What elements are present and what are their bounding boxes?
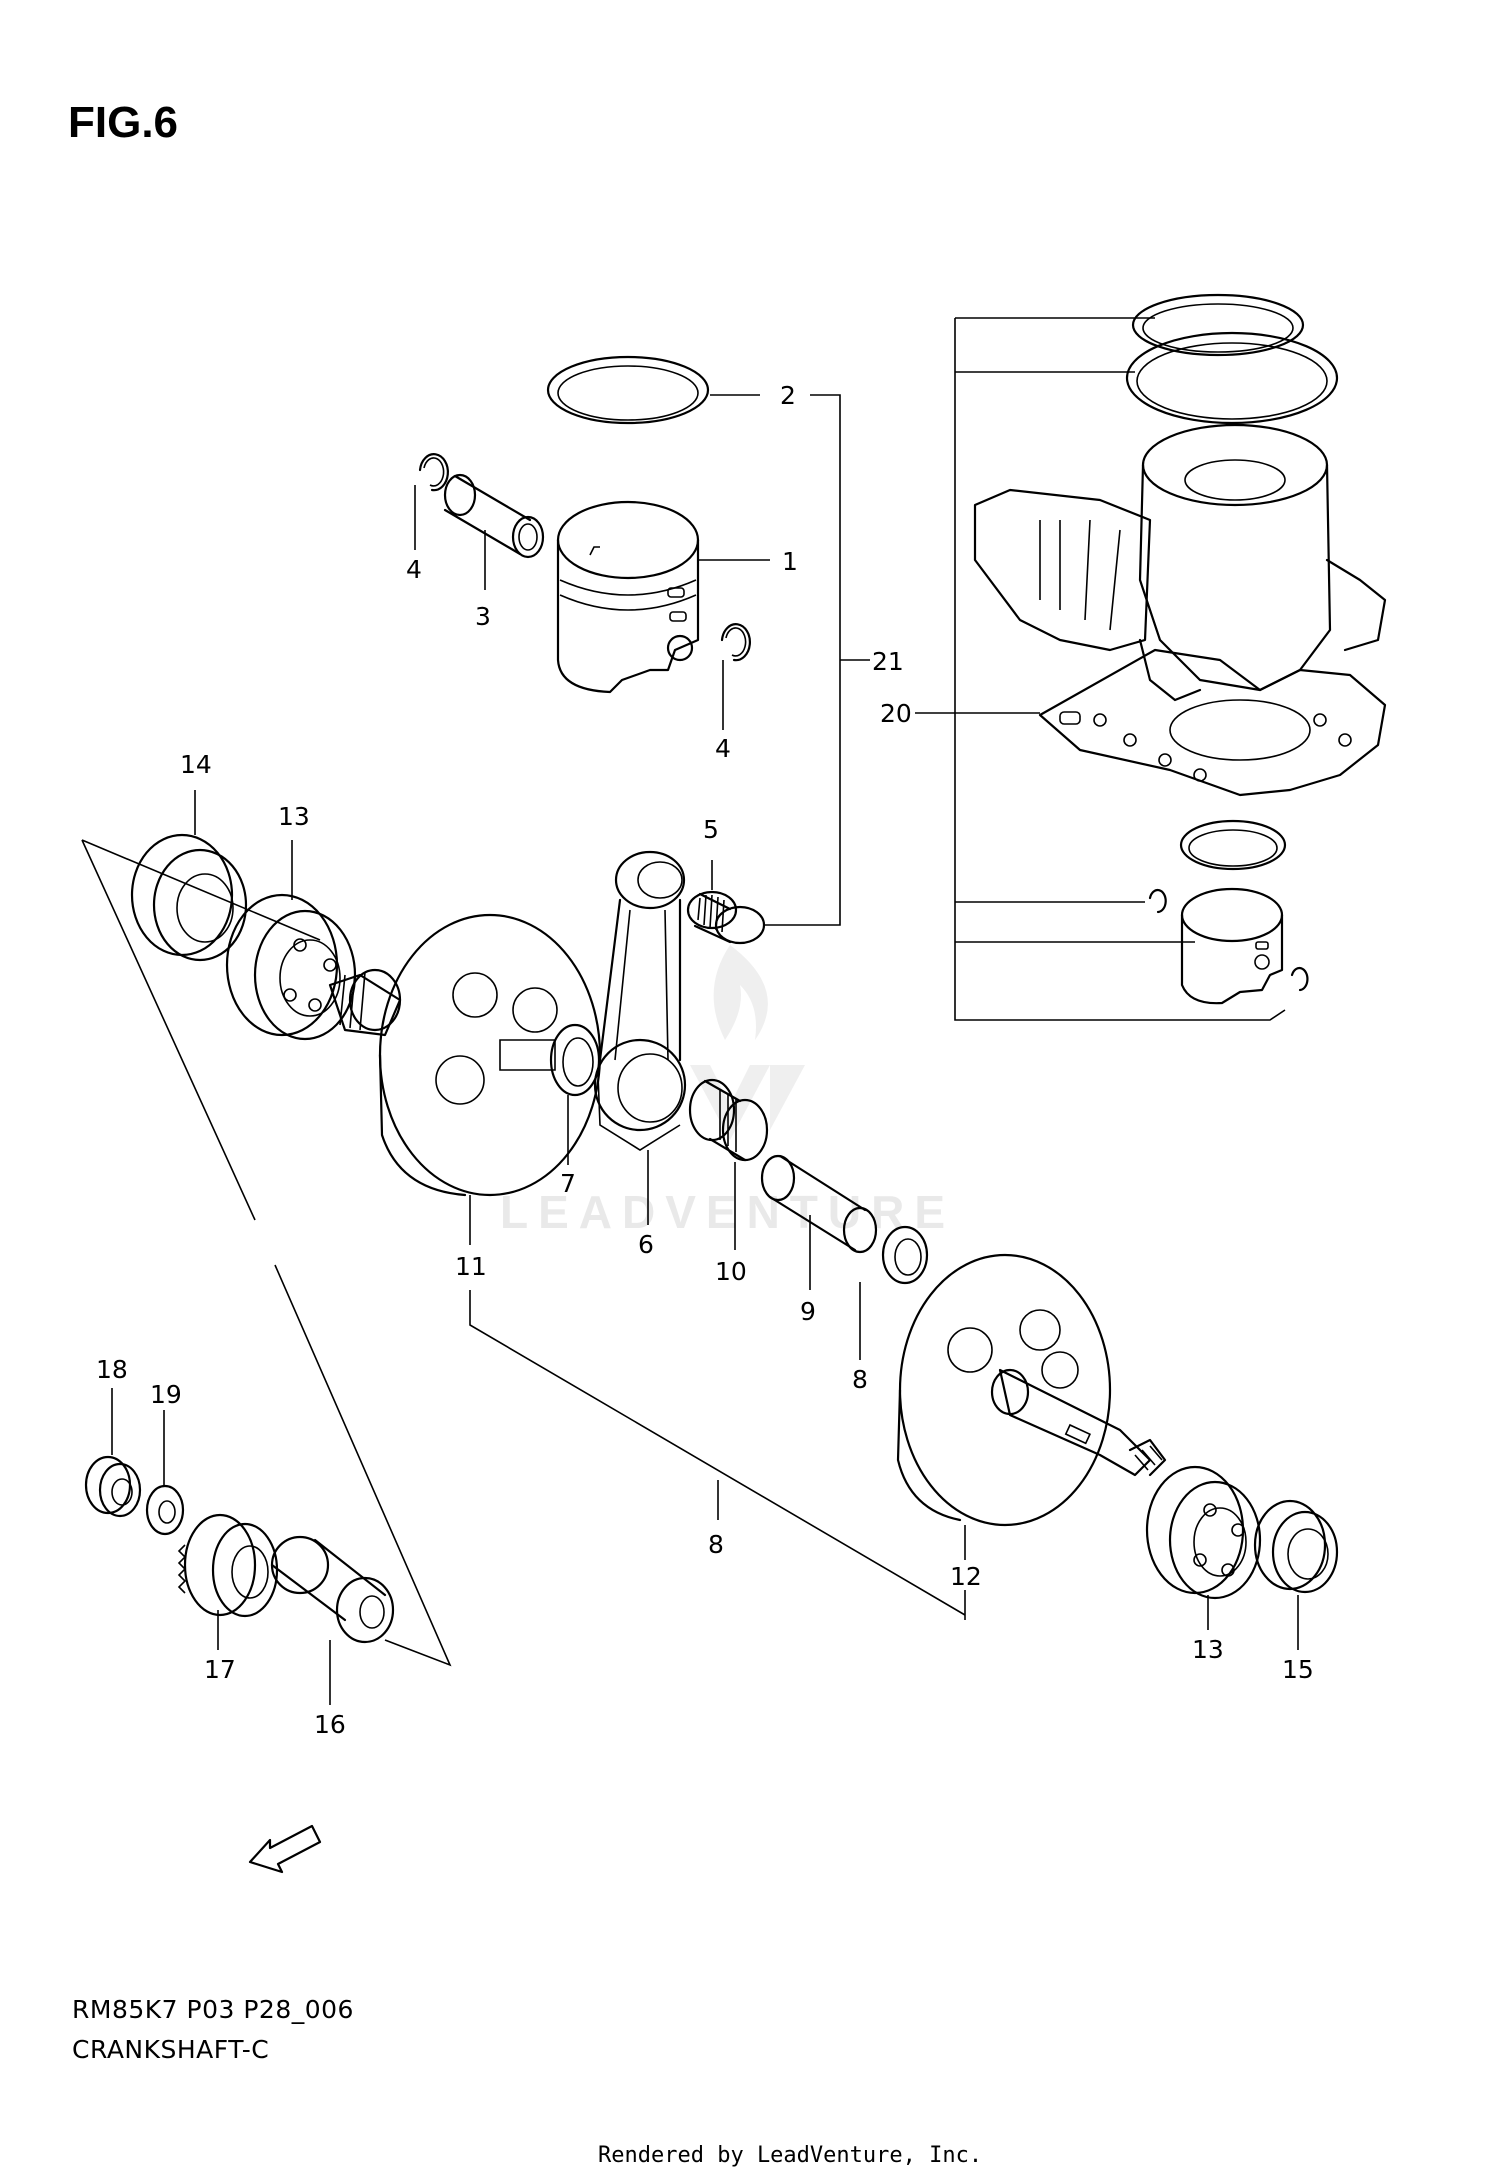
cylinder-kit-illustration: [973, 293, 1387, 1005]
crank-thrust-washer-2: [881, 1225, 929, 1285]
crankshaft-bearing-left: [225, 893, 357, 1041]
connecting-rod: [593, 850, 687, 1151]
callout-16: 16: [314, 1710, 346, 1739]
crankshaft-oil-seal-left: [130, 833, 248, 962]
callout-13: 13: [278, 802, 310, 831]
rendered-by-credit: Rendered by LeadVenture, Inc.: [598, 2143, 983, 2168]
crank-thrust-washer: [549, 1023, 601, 1097]
piston-pin-circlip-2: [720, 623, 751, 662]
callout-18: 18: [96, 1355, 128, 1384]
crankshaft-oil-seal-right: [1253, 1499, 1339, 1594]
crankshaft-left-half: [328, 913, 602, 1197]
watermark-text: LEADVENTURE: [500, 1186, 955, 1238]
forward-direction-arrow: FWD: [248, 1824, 322, 1874]
callout-13-second: 13: [1192, 1635, 1224, 1664]
callout-1: 1: [782, 547, 798, 576]
callout-6: 8: [708, 1530, 724, 1559]
diagram-code: RM85K7 P03 P28_006: [72, 1995, 354, 2024]
small-end-needle-bearing: [686, 890, 766, 945]
primary-drive-group-outline: [81, 839, 452, 1667]
callout-4: 4: [406, 555, 422, 584]
callout-2: 2: [780, 381, 796, 410]
callout-3: 3: [475, 602, 491, 631]
primary-drive-washer: [145, 1484, 185, 1536]
leader-lines: [111, 394, 1299, 1705]
kit-bracket: [954, 317, 1286, 1021]
crankshaft-bearing-right: [1145, 1465, 1262, 1600]
figure-title: FIG.6: [68, 98, 179, 147]
primary-drive-nut: [84, 1455, 142, 1518]
callout-8-second: 8: [852, 1365, 868, 1394]
crank-pin: [760, 1154, 878, 1254]
callout-11: 11: [455, 1252, 487, 1281]
callout-20: 20: [880, 699, 912, 728]
callout-17: 17: [204, 1655, 236, 1684]
crankshaft-right-half: [896, 1253, 1167, 1527]
callout-5: 5: [703, 815, 719, 844]
callout-labels: 2 1 3 4 4 21 20 5 14 13 7 6 10 9 8 11 8 …: [96, 381, 1314, 1739]
piston-pin-circlip: [418, 453, 449, 492]
piston: [556, 500, 700, 694]
piston-pin: [443, 473, 545, 559]
callout-7: 6: [638, 1230, 654, 1259]
piston-ring: [546, 355, 710, 425]
callout-12: 12: [950, 1562, 982, 1591]
section-name: CRANKSHAFT-C: [72, 2035, 270, 2064]
callout-9: 9: [800, 1297, 816, 1326]
callout-10: 10: [715, 1257, 747, 1286]
callout-14: 14: [180, 750, 212, 779]
callout-21: 21: [872, 647, 904, 676]
primary-drive-spacer: [270, 1535, 395, 1644]
big-end-needle-bearing: [688, 1078, 769, 1162]
primary-drive-gear: [177, 1513, 279, 1618]
callout-19: 19: [150, 1380, 182, 1409]
callout-15: 15: [1282, 1655, 1314, 1684]
callout-8: 7: [560, 1169, 576, 1198]
callout-4-second: 4: [715, 734, 731, 763]
